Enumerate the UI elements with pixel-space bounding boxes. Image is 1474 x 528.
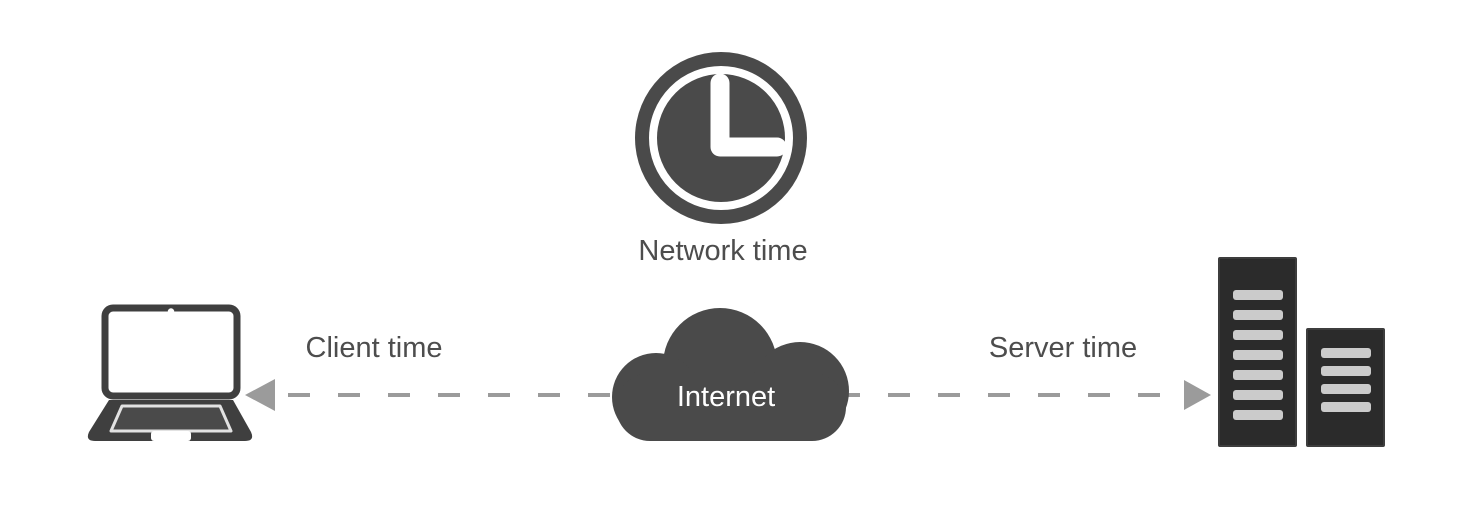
network-time-label: Network time [638, 235, 808, 267]
arrowhead-left-icon [245, 379, 275, 411]
arrowhead-right-icon [1184, 380, 1211, 410]
webcam-dot-icon [167, 308, 175, 315]
connector-line [245, 379, 1211, 411]
clock-icon [635, 52, 807, 224]
internet-label: Internet [677, 381, 775, 413]
server-slat [1232, 290, 1283, 300]
server-slat [1320, 348, 1371, 358]
server-rack-icon [1218, 255, 1388, 447]
laptop-icon [87, 304, 253, 441]
server-slat [1232, 310, 1283, 320]
server-slat [1320, 384, 1371, 394]
client-time-label: Client time [305, 332, 443, 364]
server-slat [1320, 402, 1371, 412]
server-tower-short [1306, 328, 1385, 447]
server-slat [1232, 370, 1283, 380]
server-slat [1320, 366, 1371, 376]
server-slat [1232, 350, 1283, 360]
server-slat [1232, 410, 1283, 420]
server-time-label: Server time [988, 332, 1138, 364]
server-slat [1232, 330, 1283, 340]
cloud-icon: Internet [612, 308, 849, 441]
server-tower-tall [1218, 257, 1297, 447]
server-slat [1232, 390, 1283, 400]
